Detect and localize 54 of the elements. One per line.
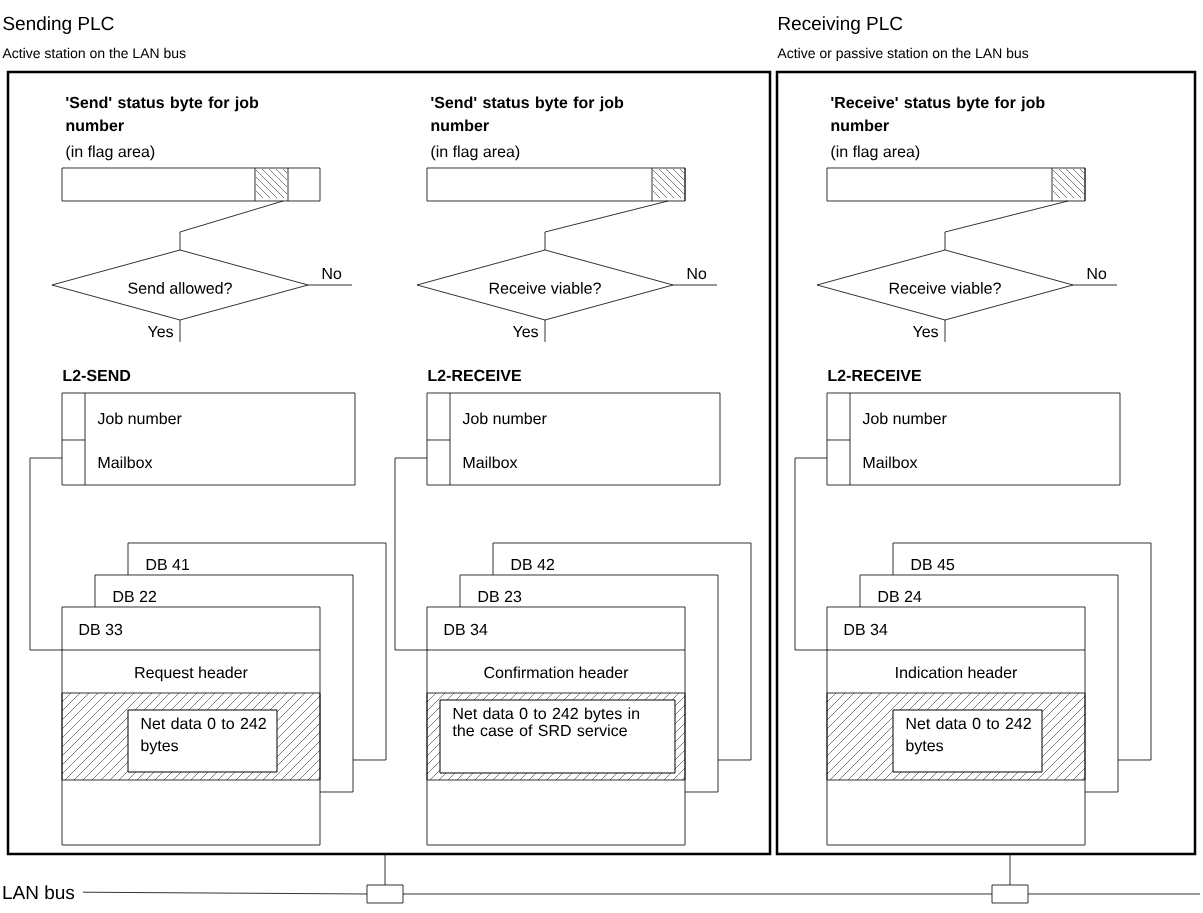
status-byte-bar: 'Send' status byte for job number (in flag area) [61,96,321,202]
node-label: 'Send' status byte for job number [66,96,259,132]
connector-line [29,457,63,651]
edge-label: Yes [146,325,175,339]
function-block: L2-RECEIVE Job number Mailbox [426,369,721,486]
bus-label: LAN bus [3,885,75,900]
node-label: DB 42 [511,558,555,570]
connector-line [82,891,368,895]
node-label: DB 22 [113,590,157,602]
bus-connector [366,884,404,904]
node-label: Active station on the LAN bus [2,47,186,59]
connector-line [394,457,428,651]
node-label: 'Send' status byte for job number [431,96,624,132]
connector-line [944,200,1069,251]
connector-line [794,457,828,651]
bus-connector [991,884,1029,904]
connector-line [179,200,284,251]
edge-label: No [320,267,343,281]
edge-label: Yes [511,325,540,339]
function-block: L2-SEND Job number Mailbox [61,369,356,486]
node-label: L2-RECEIVE [428,369,522,382]
node-label: Sending PLC [3,16,114,34]
node-label: Active or passive station on the LAN bus [777,47,1029,61]
node-label: Receiving PLC [778,16,903,34]
node-label: (in flag area) [66,145,155,161]
connector-line [179,319,181,343]
connector-line [672,284,718,286]
status-byte-bar: 'Send' status byte for job number (in flag area) [426,96,686,202]
node-label: (in flag area) [431,145,520,161]
node-label: DB 45 [911,558,955,571]
node-label: L2-RECEIVE [828,369,922,382]
connector-line [944,319,946,343]
node-label: DB 23 [478,590,522,603]
function-block: L2-RECEIVE Job number Mailbox [826,369,1121,486]
connector-line [1027,893,1201,895]
edge-label: Yes [911,325,940,339]
connector-line [384,853,386,886]
connector-line [544,200,669,251]
net-data-box: Net data 0 to 242 bytes [892,709,1043,773]
node-label: (in flag area) [831,145,920,161]
status-byte-bar: 'Receive' status byte for job number (in flag area) [826,96,1086,202]
edge-label: No [1085,267,1108,281]
net-data-box: Net data 0 to 242 bytes [127,709,278,773]
node-label: DB 24 [878,590,922,602]
connector-line [1009,853,1011,886]
connector-line [1072,284,1118,286]
node-label: DB 41 [146,558,190,570]
connector-line [402,893,993,895]
connector-line [544,319,546,343]
edge-label: No [685,267,708,281]
net-data-box: Net data 0 to 242 bytes in the case of SRD service [439,699,676,774]
node-label: 'Receive' status byte for job number [831,96,1045,132]
node-label: L2-SEND [63,369,131,382]
connector-line [307,284,353,286]
